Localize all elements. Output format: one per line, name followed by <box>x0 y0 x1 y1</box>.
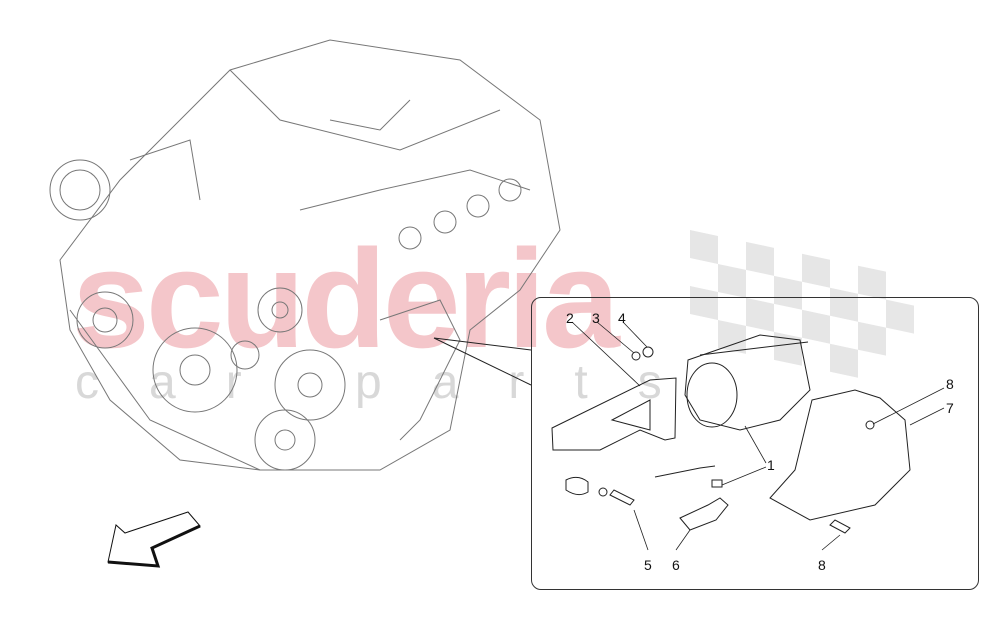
callout-2[interactable]: 2 <box>566 310 574 326</box>
callout-8-upper[interactable]: 8 <box>946 376 954 392</box>
direction-arrow-icon <box>107 511 201 568</box>
watermark-scuderia: scuderia <box>72 220 620 377</box>
detail-inset-box <box>531 297 979 590</box>
callout-1[interactable]: 1 <box>767 457 775 473</box>
callout-6[interactable]: 6 <box>672 557 680 573</box>
callout-8-lower[interactable]: 8 <box>818 557 826 573</box>
callout-3[interactable]: 3 <box>592 310 600 326</box>
callout-5[interactable]: 5 <box>644 557 652 573</box>
watermark-car-parts: car parts <box>75 356 712 409</box>
callout-4[interactable]: 4 <box>618 310 626 326</box>
callout-7[interactable]: 7 <box>946 400 954 416</box>
